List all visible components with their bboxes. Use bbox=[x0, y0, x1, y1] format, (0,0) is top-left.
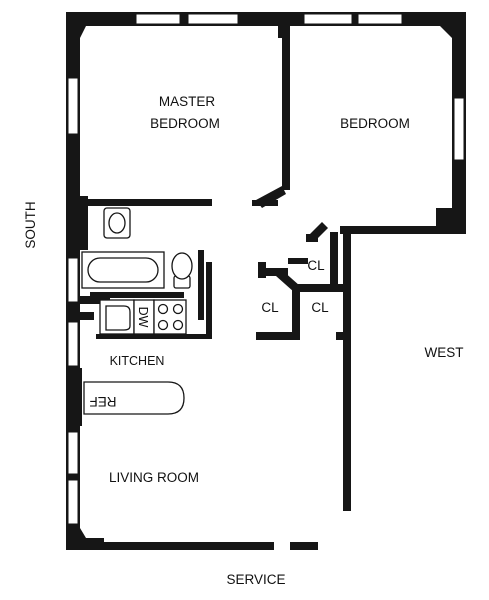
label-west: WEST bbox=[425, 345, 464, 360]
bathtub-basin bbox=[87, 257, 159, 283]
stove-burner-1 bbox=[157, 303, 169, 315]
label-bedroom: BEDROOM bbox=[340, 116, 410, 131]
label-master-bedroom-1: MASTER bbox=[159, 94, 216, 109]
windows bbox=[67, 13, 465, 525]
kitchen-fixtures bbox=[83, 299, 187, 415]
refrigerator bbox=[83, 381, 185, 415]
label-closet-top: CL bbox=[307, 258, 325, 273]
window-left-3 bbox=[67, 321, 79, 367]
stove-burner-4 bbox=[172, 319, 184, 331]
window-top-2 bbox=[187, 13, 239, 25]
window-top-3 bbox=[303, 13, 353, 25]
stove-burner-3 bbox=[157, 319, 169, 331]
label-master-bedroom-2: BEDROOM bbox=[150, 116, 220, 131]
label-kitchen: KITCHEN bbox=[110, 354, 165, 368]
bathroom-sink-bowl bbox=[108, 212, 126, 234]
stove-burner-2 bbox=[172, 303, 184, 315]
labels: MASTER BEDROOM BEDROOM KITCHEN LIVING RO… bbox=[23, 94, 464, 587]
interior-walls bbox=[66, 12, 350, 340]
label-service: SERVICE bbox=[226, 572, 285, 587]
label-refrigerator: REF bbox=[90, 394, 117, 409]
window-left-4 bbox=[67, 431, 79, 475]
bathroom-fixtures bbox=[81, 207, 193, 289]
window-top-4 bbox=[357, 13, 403, 25]
window-right bbox=[453, 97, 465, 161]
label-closet-right: CL bbox=[311, 300, 329, 315]
label-south: SOUTH bbox=[23, 201, 38, 248]
label-dishwasher: DW bbox=[136, 307, 150, 328]
window-top-1 bbox=[135, 13, 181, 25]
window-left-2 bbox=[67, 257, 79, 303]
label-living-room: LIVING ROOM bbox=[109, 470, 199, 485]
window-left-5 bbox=[67, 479, 79, 525]
window-left-1 bbox=[67, 77, 79, 135]
label-closet-left: CL bbox=[261, 300, 279, 315]
toilet-bowl bbox=[171, 252, 193, 280]
